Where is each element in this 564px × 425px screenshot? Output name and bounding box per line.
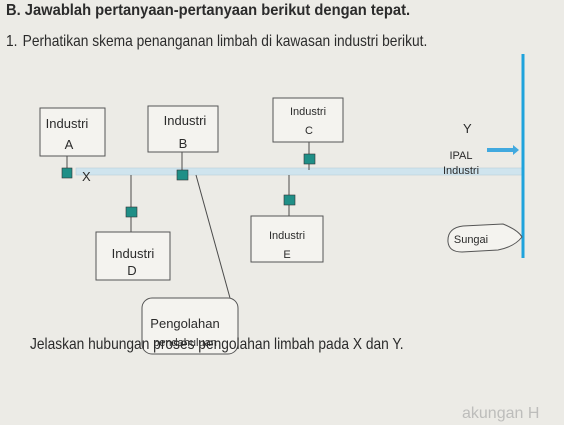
node-c-icon (303, 153, 316, 165)
node-e-icon (283, 194, 296, 206)
industri-d-box (95, 231, 171, 281)
industri-a-letter: A (65, 137, 74, 152)
pengolahan-sublabel: pendahuluan (153, 337, 217, 349)
industri-c-label: Industri (290, 106, 326, 118)
question-number: 1. (6, 33, 18, 50)
question-1-text: Perhatikan skema penanganan limbah di ka… (22, 33, 428, 50)
industri-e-letter: E (283, 249, 290, 261)
industri-a-box (39, 107, 106, 157)
pengolahan-label: Pengolahan (150, 316, 219, 331)
label-x: X (82, 169, 91, 184)
section-heading: B. Jawablah pertanyaan-pertanyaan beriku… (6, 2, 411, 19)
question-1: 1.Perhatikan skema penanganan limbah di … (6, 33, 427, 51)
industri-e-box (250, 215, 324, 263)
node-icons (61, 153, 316, 218)
footer-text: akungan H (462, 405, 540, 422)
industri-d-letter: D (127, 263, 136, 278)
industri-c-box (272, 97, 344, 143)
node-b-icon (176, 169, 189, 181)
label-y: Y (463, 121, 472, 136)
pengolahan-box (141, 297, 239, 355)
industri-b-letter: B (179, 136, 188, 151)
ipal-arrow-icon (487, 145, 519, 155)
node-d-icon (125, 206, 138, 218)
ipal-label: IPAL (449, 150, 472, 162)
ipal-sublabel: Industri (443, 165, 479, 177)
industri-b-box (147, 105, 219, 153)
industri-a-label: Industri (46, 116, 89, 131)
sungai-label: Sungai (454, 234, 488, 246)
industri-c-letter: C (305, 125, 313, 137)
sungai-bubble (447, 223, 523, 253)
question-text: Jelaskan hubungan proses pengolahan limb… (30, 336, 404, 353)
industri-b-label: Industri (164, 113, 207, 128)
node-x-icon (61, 167, 73, 179)
industri-d-label: Industri (112, 246, 155, 261)
industri-e-label: Industri (269, 230, 305, 242)
